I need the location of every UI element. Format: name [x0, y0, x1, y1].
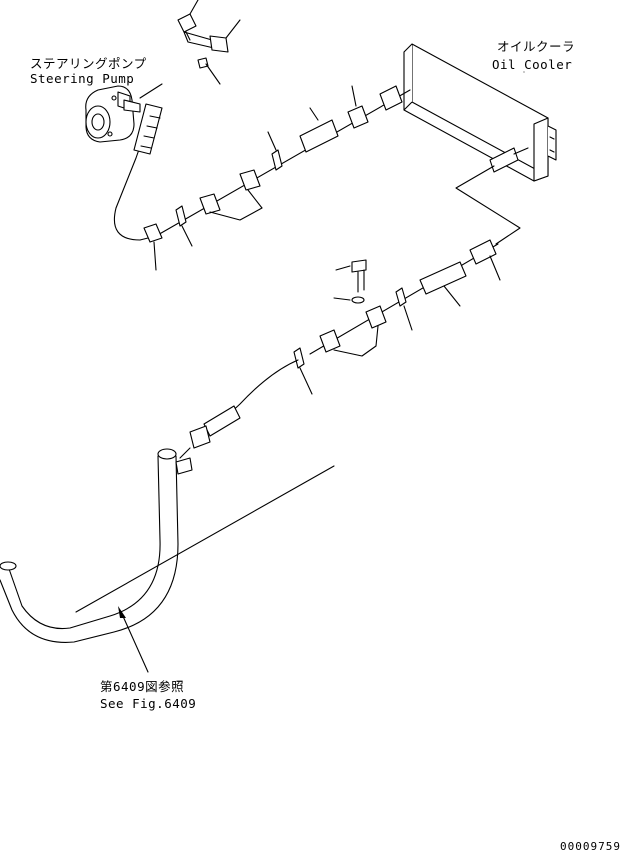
- oil-cooler: [403, 43, 557, 182]
- u-tube: [0, 448, 335, 673]
- oil-cooler-label-en: Oil Cooler: [492, 57, 573, 72]
- lower-hose: [179, 239, 501, 459]
- steering-pump: [85, 85, 141, 143]
- pump-fittings: [177, 0, 241, 85]
- steering-pump-label-jp: ステアリングポンプ: [30, 56, 147, 71]
- see-fig-label-jp: 第6409図参照: [100, 679, 185, 694]
- upper-hose: [113, 85, 411, 271]
- oil-cooler-label-jp: オイルクーラ: [497, 39, 576, 54]
- steering-pump-label-en: Steering Pump: [30, 71, 135, 86]
- drawing-number: 00009759: [560, 840, 621, 853]
- pump-label-leader: [139, 83, 163, 99]
- see-fig-label-en: See Fig.6409: [100, 696, 197, 711]
- cooler-link-lines: [455, 147, 529, 245]
